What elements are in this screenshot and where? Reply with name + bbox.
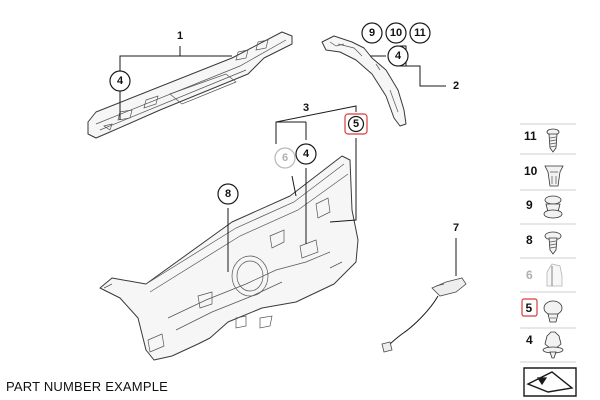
fastener-legend: 11 10 9 8 <box>520 123 577 397</box>
legend-item-4: 4 <box>526 331 564 359</box>
callout-6-inactive: 6 <box>274 147 296 169</box>
leader-lines <box>119 45 457 276</box>
expanding-nut-icon <box>544 165 564 187</box>
legend-item-11: 11 <box>524 128 560 153</box>
legend-item-10-label: 10 <box>524 164 538 178</box>
legend-item-6: 6 <box>526 263 563 287</box>
callout-8: 8 <box>217 183 239 205</box>
screw-icon <box>546 128 560 153</box>
callout-11: 11 <box>409 22 431 44</box>
callout-6-label: 6 <box>282 152 288 164</box>
grommet-icon <box>543 195 563 219</box>
part-list-arrow-icon <box>523 367 577 397</box>
legend-item-5-label: 5 <box>526 301 533 315</box>
spacer-icon <box>546 263 563 287</box>
callout-9-label: 9 <box>369 27 375 39</box>
callout-10: 10 <box>385 22 407 44</box>
callout-1-label: 1 <box>177 30 183 42</box>
callout-7-label: 7 <box>453 222 459 234</box>
callout-4-part2-label: 4 <box>395 50 402 62</box>
callout-4-part1-label: 4 <box>117 75 124 87</box>
legend-item-10: 10 <box>524 164 564 187</box>
callout-11-label: 11 <box>414 27 426 39</box>
callout-7: 7 <box>453 222 459 234</box>
part-1-upper-trim-strip <box>87 31 293 139</box>
callout-9: 9 <box>361 22 383 44</box>
callout-1: 1 <box>177 30 183 42</box>
legend-item-6-label: 6 <box>526 268 533 282</box>
part-7-cable <box>381 277 467 353</box>
legend-item-11-label: 11 <box>524 129 537 143</box>
callout-10-label: 10 <box>390 27 402 39</box>
callout-5-label: 5 <box>353 118 359 130</box>
callout-3: 3 <box>303 102 309 114</box>
legend-item-8: 8 <box>526 231 562 255</box>
part-2-side-trim <box>321 35 407 127</box>
legend-item-5: 5 <box>521 298 563 323</box>
screw-with-washer-icon <box>544 231 562 255</box>
callout-3-label: 3 <box>303 102 309 114</box>
callout-2-label: 2 <box>453 80 459 92</box>
callout-8-label: 8 <box>225 188 231 200</box>
part-3-tailgate-trim-panel <box>99 155 359 361</box>
push-clip-icon <box>543 300 563 323</box>
callout-2: 2 <box>453 80 459 92</box>
part-number-example-label: PART NUMBER EXAMPLE <box>6 379 169 394</box>
trim-clip-icon <box>542 331 564 359</box>
legend-item-8-label: 8 <box>526 233 533 247</box>
legend-item-4-label: 4 <box>526 333 533 347</box>
callout-4-part3: 4 <box>295 143 317 165</box>
callout-4-part1: 4 <box>109 70 131 92</box>
callout-5-highlighted: 5 <box>344 113 368 135</box>
legend-item-9-label: 9 <box>526 198 533 212</box>
callout-4-part2: 4 <box>387 45 409 67</box>
legend-item-9: 9 <box>526 195 563 219</box>
callout-4-part3-label: 4 <box>303 148 310 160</box>
